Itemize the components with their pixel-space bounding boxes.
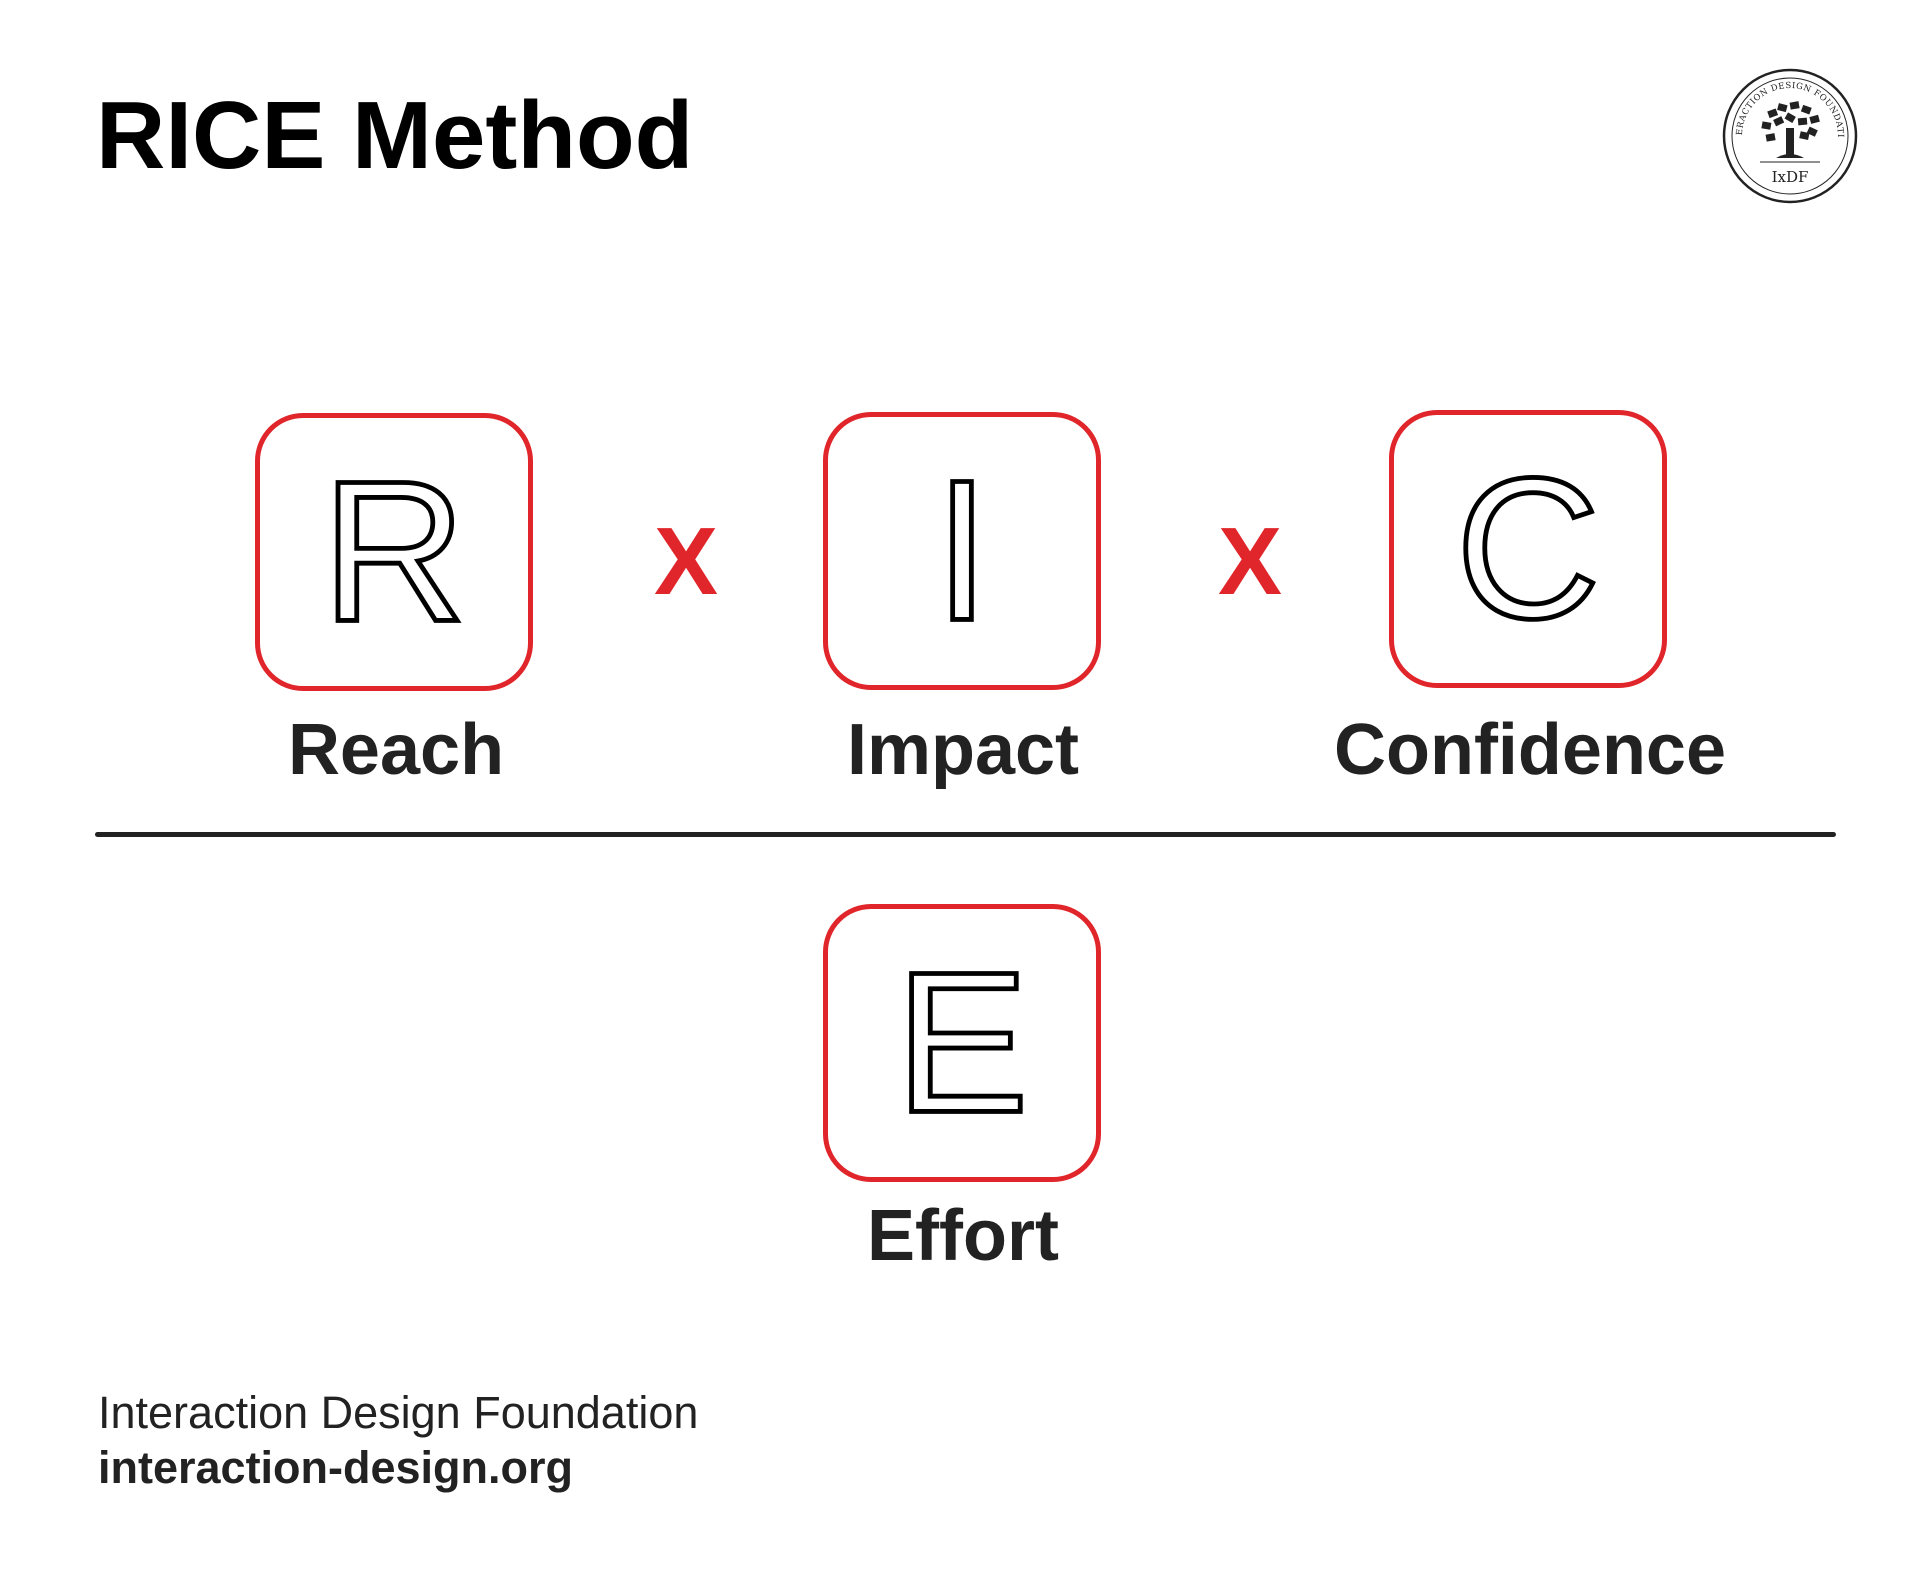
multiply-operator-2: X bbox=[1218, 508, 1283, 615]
tree-icon bbox=[1761, 101, 1820, 158]
confidence-letter-box: C bbox=[1389, 410, 1667, 688]
footer-url: interaction-design.org bbox=[98, 1442, 574, 1493]
ixdf-logo: INTERACTION DESIGN FOUNDATION IxDF bbox=[1720, 66, 1858, 204]
confidence-letter: C bbox=[1453, 434, 1603, 663]
effort-letter-box: E bbox=[823, 904, 1101, 1182]
svg-text:IxDF: IxDF bbox=[1772, 168, 1809, 186]
footer-organization: Interaction Design Foundation bbox=[98, 1387, 699, 1438]
effort-label: Effort bbox=[867, 1196, 1059, 1276]
effort-letter: E bbox=[893, 928, 1032, 1157]
reach-label: Reach bbox=[287, 710, 505, 790]
impact-label: Impact bbox=[846, 710, 1080, 790]
confidence-label: Confidence bbox=[1333, 710, 1727, 790]
svg-text:E: E bbox=[895, 930, 1029, 1154]
svg-text:R: R bbox=[322, 439, 467, 663]
page-title: RICE Method bbox=[96, 82, 694, 189]
impact-letter-box: I bbox=[823, 412, 1101, 690]
reach-letter: R bbox=[319, 437, 469, 666]
svg-text:C: C bbox=[1456, 436, 1601, 660]
reach-letter-box: R bbox=[255, 413, 533, 691]
fraction-divider bbox=[95, 832, 1836, 837]
svg-text:I: I bbox=[934, 438, 990, 662]
impact-letter: I bbox=[932, 436, 993, 665]
multiply-operator-1: X bbox=[654, 508, 719, 615]
